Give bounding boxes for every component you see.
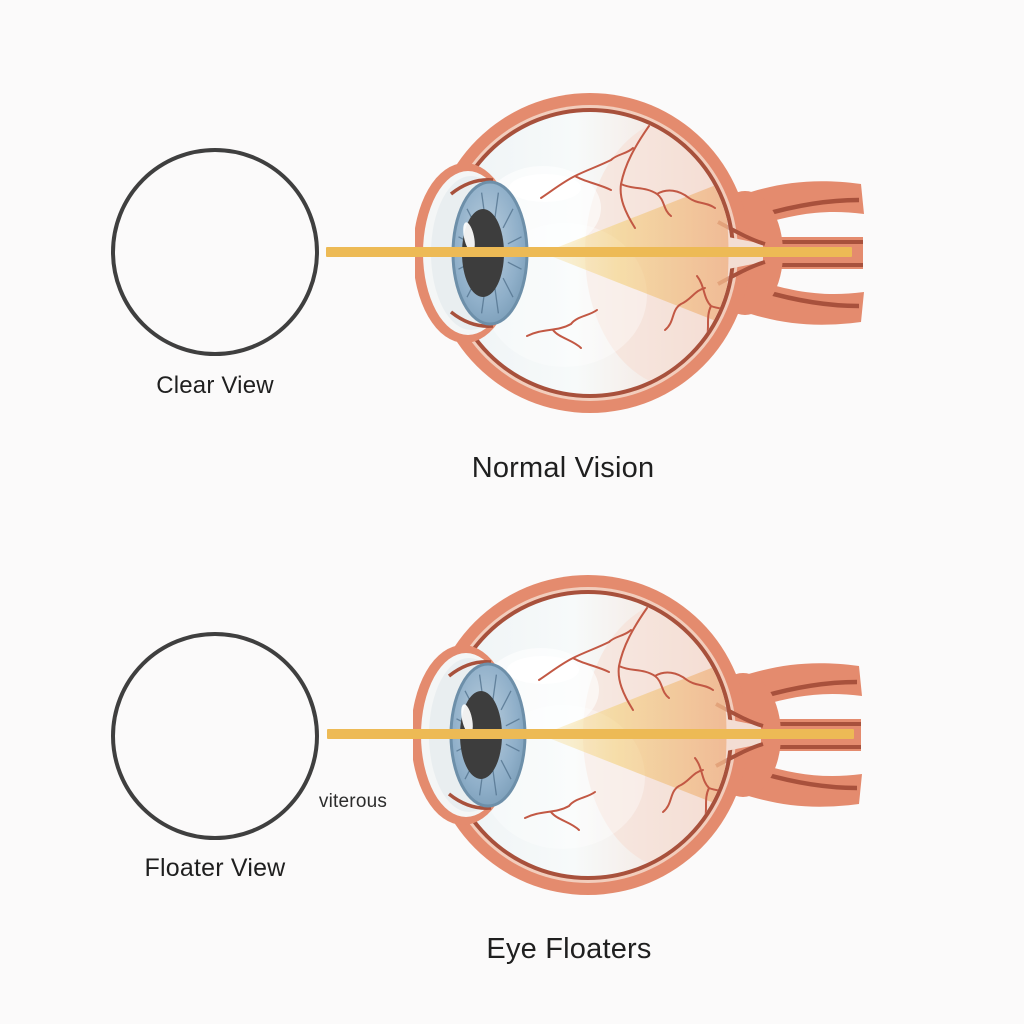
clear-view-circle: [111, 148, 319, 356]
clear-view-label: Clear View: [156, 372, 274, 399]
floater-view-circle: [111, 632, 319, 840]
normal-vision-title: Normal Vision: [471, 452, 655, 484]
vitreous-annotation: viterous: [318, 791, 388, 812]
floater-view-label: Floater View: [144, 854, 286, 882]
light-ray-normal: [326, 247, 852, 257]
light-ray-floaters: [327, 729, 854, 739]
eye-floaters-title: Eye Floaters: [486, 933, 652, 965]
